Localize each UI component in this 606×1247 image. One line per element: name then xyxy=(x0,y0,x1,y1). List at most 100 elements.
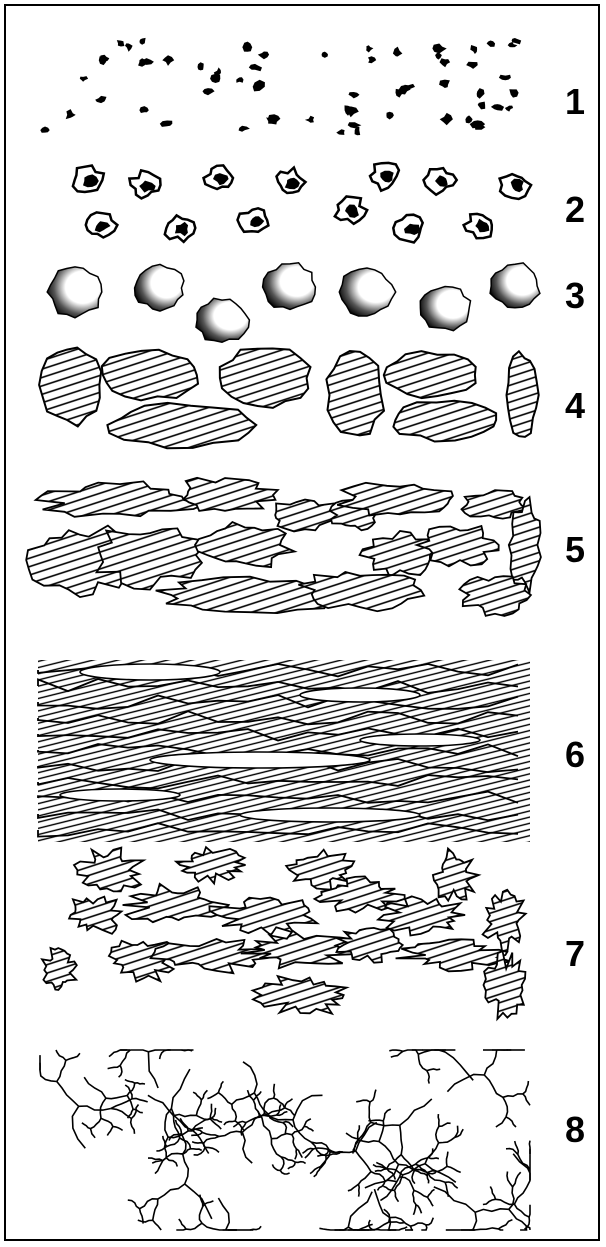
crack xyxy=(292,1126,304,1134)
speck xyxy=(80,76,88,82)
crack xyxy=(106,1096,127,1099)
crack xyxy=(387,1155,402,1169)
crack xyxy=(132,1098,148,1102)
row-label-3: 3 xyxy=(555,276,595,316)
crack xyxy=(148,1095,174,1115)
crack xyxy=(82,1123,91,1129)
row-5-aggregates xyxy=(26,478,541,616)
speck xyxy=(355,127,361,136)
crack xyxy=(232,1104,237,1121)
row-7-crumbs xyxy=(42,847,526,1019)
crack xyxy=(186,1223,202,1229)
row-4-blocks xyxy=(39,348,539,449)
speck xyxy=(487,41,496,47)
crack xyxy=(412,1170,415,1183)
crumb xyxy=(253,976,347,1014)
crack xyxy=(391,1051,403,1057)
row-3-grains xyxy=(47,263,540,342)
crack xyxy=(371,1122,400,1125)
crack xyxy=(395,1190,399,1201)
grain xyxy=(420,287,470,331)
crack xyxy=(439,1137,455,1143)
crack xyxy=(128,1200,140,1209)
crack xyxy=(513,1172,521,1187)
speck xyxy=(509,89,518,97)
crack xyxy=(193,1092,201,1100)
crack xyxy=(196,1100,201,1116)
speck xyxy=(253,80,265,92)
aggregate xyxy=(459,576,531,616)
crack xyxy=(490,1187,495,1200)
crack xyxy=(201,1090,207,1100)
crack xyxy=(529,1141,530,1155)
crack xyxy=(207,1093,218,1099)
crumb xyxy=(69,897,121,934)
crack xyxy=(272,1164,280,1170)
crack xyxy=(111,1109,131,1119)
crack xyxy=(203,1133,220,1137)
speck xyxy=(432,44,446,54)
crack xyxy=(514,1204,529,1217)
crack xyxy=(218,1093,231,1105)
crack xyxy=(295,1162,305,1164)
crack xyxy=(356,1100,370,1102)
crack xyxy=(514,1181,530,1205)
row-label-4: 4 xyxy=(555,386,595,426)
crack xyxy=(403,1050,418,1054)
speck xyxy=(393,47,403,57)
row-label-8: 8 xyxy=(555,1110,595,1150)
crack xyxy=(250,1226,261,1230)
plate-gap xyxy=(60,789,180,801)
crack xyxy=(131,1119,135,1134)
row-label-5: 5 xyxy=(555,530,595,570)
speck xyxy=(140,38,146,45)
crack xyxy=(79,1106,111,1110)
crack xyxy=(472,1212,477,1230)
speck xyxy=(477,88,485,99)
crack xyxy=(474,1228,498,1230)
crack xyxy=(304,1126,313,1131)
speck xyxy=(95,96,106,103)
crack xyxy=(293,1095,323,1120)
speck xyxy=(138,58,145,66)
crack xyxy=(84,1077,106,1098)
crack xyxy=(400,1125,403,1154)
crack xyxy=(148,1052,158,1088)
crack xyxy=(100,1098,106,1118)
crack xyxy=(153,1220,162,1230)
grain xyxy=(339,268,395,316)
crack xyxy=(370,1090,376,1102)
grain xyxy=(135,264,184,311)
crack xyxy=(383,1109,390,1121)
crack xyxy=(219,1131,242,1136)
crack xyxy=(148,1158,163,1160)
crack xyxy=(243,1062,257,1093)
crumb xyxy=(176,847,245,883)
crack xyxy=(428,1189,435,1197)
crumb xyxy=(483,890,526,954)
grain xyxy=(263,263,316,310)
speck xyxy=(349,92,360,98)
crack xyxy=(72,1106,85,1148)
crack xyxy=(413,1190,416,1204)
block xyxy=(102,350,198,401)
crack xyxy=(285,1099,293,1108)
crack xyxy=(138,1220,153,1222)
grain xyxy=(196,298,249,342)
speck xyxy=(139,106,148,113)
crack xyxy=(416,1205,422,1214)
speck xyxy=(440,113,453,125)
crack xyxy=(436,1126,439,1143)
speck xyxy=(505,106,513,112)
speck xyxy=(491,104,504,111)
crack xyxy=(426,1218,433,1225)
crack xyxy=(108,1065,121,1068)
crack xyxy=(359,1184,360,1196)
crack xyxy=(434,1187,475,1212)
crack xyxy=(158,1184,185,1199)
crack xyxy=(371,1172,385,1181)
crack xyxy=(218,1081,223,1092)
crack xyxy=(135,1083,145,1084)
row-6-plates xyxy=(38,660,530,842)
crack xyxy=(358,1140,379,1142)
